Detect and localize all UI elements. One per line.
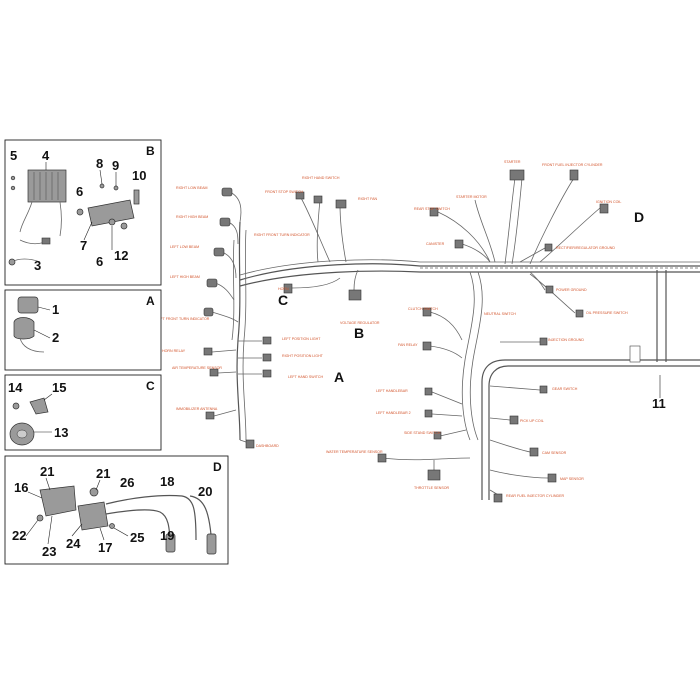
panel-c: C 14 15 13 <box>4 374 162 451</box>
panel-d-num-22: 22 <box>12 528 26 543</box>
label-left-position-light: LEFT POSITION LIGHT <box>282 337 321 341</box>
label-left-hand-switch: LEFT HAND SWITCH <box>288 375 323 379</box>
panel-b: B 5 4 8 9 10 6 7 6 12 3 <box>4 139 162 286</box>
label-immobilizer-antenna: IMMOBILIZER ANTENNA <box>176 407 218 411</box>
label-right-front-turn-indicator: RIGHT FRONT TURN INDICATOR <box>254 233 310 237</box>
label-right-high-beam: RIGHT HIGH BEAM <box>176 215 208 219</box>
panel-d-num-26: 26 <box>120 475 134 490</box>
label-injection-ground: INJECTION GROUND <box>548 338 584 342</box>
main-harness <box>211 177 700 500</box>
label-front-stop-switch: FRONT STOP SWITCH <box>265 190 304 194</box>
panel-d-num-19: 19 <box>160 528 174 543</box>
panel-d-num-18: 18 <box>160 474 174 489</box>
label-left-low-beam: LEFT LOW BEAM <box>170 245 199 249</box>
panel-d-num-16: 16 <box>14 480 28 495</box>
label-map-sensor: MAP SENSOR <box>560 477 584 481</box>
label-starter-motor: STARTER MOTOR <box>456 195 487 199</box>
label-oil-pressure-switch: OIL PRESSURE SWITCH <box>586 311 628 315</box>
label-right-position-light: RIGHT POSITION LIGHT <box>282 354 324 358</box>
label-horn: HORN <box>278 287 289 291</box>
label-rectifier-regulator-ground: RECTIFIER/REGULATOR GROUND <box>556 246 615 250</box>
label-ignition-coil: IGNITION COIL <box>596 200 621 204</box>
label-left-handlebar: LEFT HANDLEBAR <box>376 389 408 393</box>
callout-c: C <box>278 292 288 308</box>
label-cam-sensor: CAM SENSOR <box>542 451 567 455</box>
panel-d-num-21b: 21 <box>96 466 110 481</box>
panel-b-num-7: 7 <box>80 238 87 253</box>
panel-d-num-25: 25 <box>130 530 144 545</box>
panel-b-num-10: 10 <box>132 168 146 183</box>
panel-a-num-2: 2 <box>52 330 59 345</box>
label-gear-switch: GEAR SWITCH <box>552 387 578 391</box>
callout-b: B <box>354 325 364 341</box>
label-neutral-switch: NEUTRAL SWITCH <box>484 312 516 316</box>
panel-c-letter: C <box>146 379 155 393</box>
callout-a-right: A <box>334 369 344 385</box>
label-clutch-switch: CLUTCH SWITCH <box>408 307 438 311</box>
panel-c-num-15: 15 <box>52 380 66 395</box>
panel-b-num-4: 4 <box>42 148 50 163</box>
label-left-handlebar-2: LEFT HANDLEBAR 2 <box>376 411 411 415</box>
panel-b-num-3: 3 <box>34 258 41 273</box>
label-starter: STARTER <box>504 160 521 164</box>
panel-b-num-9: 9 <box>112 158 119 173</box>
label-pick-up-coil: PICK UP COIL <box>520 419 544 423</box>
panel-d: D 21 21 26 18 16 20 22 23 24 17 25 19 <box>4 455 229 565</box>
label-fan-relay: FAN RELAY <box>398 343 418 347</box>
panel-d-num-20: 20 <box>198 484 212 499</box>
panel-b-letter: B <box>146 144 155 158</box>
label-throttle-sensor: THROTTLE SENSOR <box>414 486 450 490</box>
panel-a: A 1 2 <box>4 289 162 371</box>
panel-a-num-1: 1 <box>52 302 59 317</box>
panel-b-num-8: 8 <box>96 156 103 171</box>
label-air-temperature-sensor: AIR TEMPERATURE SENSOR <box>172 366 222 370</box>
panel-d-num-23: 23 <box>42 544 56 559</box>
harness-labels: RIGHT LOW BEAM RIGHT HIGH BEAM LEFT LOW … <box>156 160 628 498</box>
panel-b-num-5: 5 <box>10 148 17 163</box>
label-voltage-regulator: VOLTAGE REGULATOR <box>340 321 380 325</box>
label-side-stand-switch: SIDE STAND SWITCH <box>404 431 441 435</box>
panel-a-letter: A <box>146 294 155 308</box>
label-left-front-turn-indicator: LEFT FRONT TURN INDICATOR <box>156 317 210 321</box>
connectors <box>203 169 609 503</box>
label-power-ground: POWER GROUND <box>556 288 587 292</box>
label-dashboard: DASHBOARD <box>256 444 279 448</box>
panel-d-letter: D <box>213 460 222 474</box>
panel-d-num-17: 17 <box>98 540 112 555</box>
label-rear-fuel-injector-cylinder: REAR FUEL INJECTOR CYLINDER <box>506 494 565 498</box>
label-front-fuel-injector-cylinder: FRONT FUEL INJECTOR CYLINDER <box>542 163 603 167</box>
label-left-high-beam: LEFT HIGH BEAM <box>170 275 200 279</box>
panel-c-num-14: 14 <box>8 380 23 395</box>
label-right-low-beam: RIGHT LOW BEAM <box>176 186 207 190</box>
label-right-hand-switch: RIGHT HAND SWITCH <box>302 176 340 180</box>
callout-d: D <box>634 209 644 225</box>
panel-c-num-13: 13 <box>54 425 68 440</box>
label-horn-relay: HORN RELAY <box>162 349 186 353</box>
callout-11: 11 <box>652 396 666 411</box>
label-rear-stop-switch: REAR STOP SWITCH <box>414 207 450 211</box>
label-water-temperature-sensor: WATER TEMPERATURE SENSOR <box>326 450 383 454</box>
label-canister: CANISTER <box>426 242 445 246</box>
harness-callouts: C B A A D 11 <box>148 209 666 411</box>
label-right-fan: RIGHT FAN <box>358 197 378 201</box>
panel-d-num-24: 24 <box>66 536 81 551</box>
panel-d-num-21a: 21 <box>40 464 54 479</box>
panel-b-num-6b: 6 <box>96 254 103 269</box>
panel-b-num-12: 12 <box>114 248 128 263</box>
panel-b-num-6a: 6 <box>76 184 83 199</box>
